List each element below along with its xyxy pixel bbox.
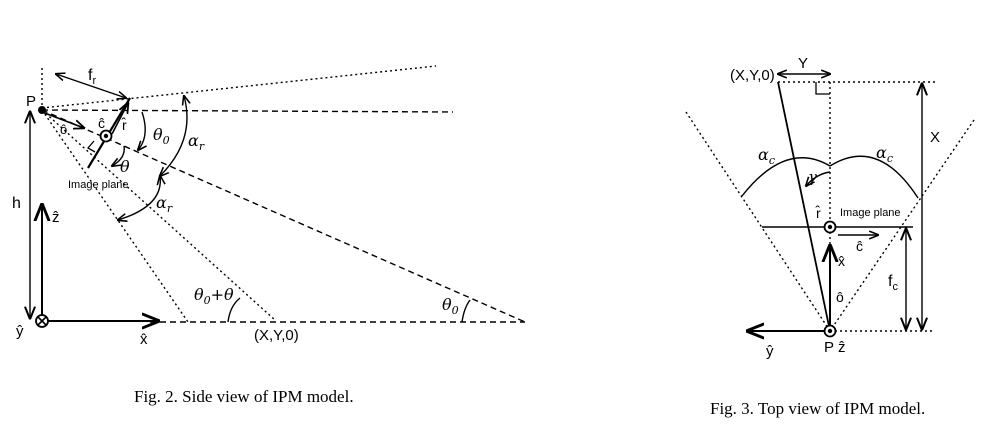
fig2-c-hat-dot bbox=[103, 133, 109, 139]
fig2-label-P: P bbox=[26, 93, 36, 110]
fig3-label-o-hat: ô bbox=[836, 289, 844, 305]
fig2-label-alpha-r-bottom: αr bbox=[156, 193, 173, 215]
fig2-label-image-plane: Image plane bbox=[68, 179, 129, 191]
fig2-alpha-r-bottom-arc bbox=[118, 176, 160, 220]
fig2-label-c-hat: ĉ bbox=[98, 115, 105, 131]
fig2-label-theta0: θ0 bbox=[153, 125, 170, 147]
fig2-angle-arc-point bbox=[227, 297, 241, 323]
fig2-label-x-hat: x̂ bbox=[140, 331, 148, 348]
fig2-label-y-hat: ŷ bbox=[16, 323, 24, 340]
fig3-label-Y: Y bbox=[798, 55, 808, 72]
fig3-label-alpha-c-left: αc bbox=[758, 145, 775, 167]
fig2-label-o-hat: ô bbox=[60, 122, 67, 137]
fig3-label-point: (X,Y,0) bbox=[730, 67, 775, 84]
fig3-label-x-hat: x̂ bbox=[838, 253, 845, 269]
fig3-label-gamma: γ bbox=[808, 168, 817, 186]
fig2-label-theta0-plus-theta: θ0+θ bbox=[194, 285, 234, 307]
fig3-caption: Fig. 3. Top view of IPM model. bbox=[710, 399, 925, 418]
fig3-label-c-hat: ĉ bbox=[856, 238, 863, 254]
fig2-optical-axis bbox=[41, 109, 526, 323]
fig2-caption: Fig. 2. Side view of IPM model. bbox=[134, 387, 354, 406]
fig3-fov-right bbox=[829, 119, 975, 332]
fig2-theta0-arc bbox=[138, 111, 145, 150]
fig2-origin-cross-2 bbox=[37, 316, 47, 326]
fig2-alpha-r-top-arc bbox=[160, 96, 187, 176]
fig3-alpha-c-left-arc bbox=[741, 157, 831, 197]
fig3-top-view: (X,Y,0) Y X αc αc γ r̂ Image plane ĉ x̂ … bbox=[685, 55, 975, 418]
fig3-label-r-hat: r̂ bbox=[815, 204, 821, 221]
fig2-right-angle bbox=[86, 140, 96, 153]
fig3-label-image-plane: Image plane bbox=[840, 207, 901, 219]
fig2-fr-arrow bbox=[56, 74, 126, 98]
fig2-theta-arc bbox=[112, 145, 125, 166]
fig3-label-P: P bbox=[824, 339, 834, 356]
fig2-label-r-hat: r̂ bbox=[121, 116, 127, 133]
fig2-angle-arc-far bbox=[461, 299, 471, 323]
fig3-label-alpha-c-right: αc bbox=[876, 143, 893, 165]
fig3-label-z-hat: ẑ bbox=[838, 339, 846, 356]
fig3-alpha-c-right-arc bbox=[829, 155, 919, 199]
fig2-o-hat-arrow bbox=[41, 111, 84, 128]
fig3-label-X: X bbox=[930, 129, 940, 146]
fig2-side-view: P fr ĉ r̂ ô θ0 αr θ Image plane αr h ẑ ŷ… bbox=[12, 65, 526, 406]
fig2-fov-top-line bbox=[41, 65, 437, 109]
fig3-r-hat-dot bbox=[827, 224, 833, 230]
fig2-label-fr: fr bbox=[88, 67, 96, 87]
fig3-ray-to-point bbox=[777, 81, 831, 332]
fig2-horizontal-dashed bbox=[41, 109, 454, 113]
fig3-right-angle bbox=[815, 82, 830, 95]
fig3-label-y-hat: ŷ bbox=[766, 343, 774, 360]
fig3-z-hat-dot bbox=[827, 328, 833, 334]
fig3-gamma-arc bbox=[806, 171, 831, 186]
fig2-label-theta: θ bbox=[120, 157, 130, 176]
fig2-r-hat-arrow bbox=[111, 103, 128, 135]
fig3-fov-left bbox=[685, 111, 831, 332]
fig2-label-point: (X,Y,0) bbox=[254, 327, 299, 344]
fig2-label-theta0-far: θ0 bbox=[442, 295, 459, 317]
fig2-label-h: h bbox=[12, 195, 21, 212]
fig2-label-alpha-r-top: αr bbox=[188, 131, 205, 153]
fig3-label-fc: fc bbox=[888, 273, 898, 293]
fig2-label-z-hat: ẑ bbox=[52, 209, 60, 226]
